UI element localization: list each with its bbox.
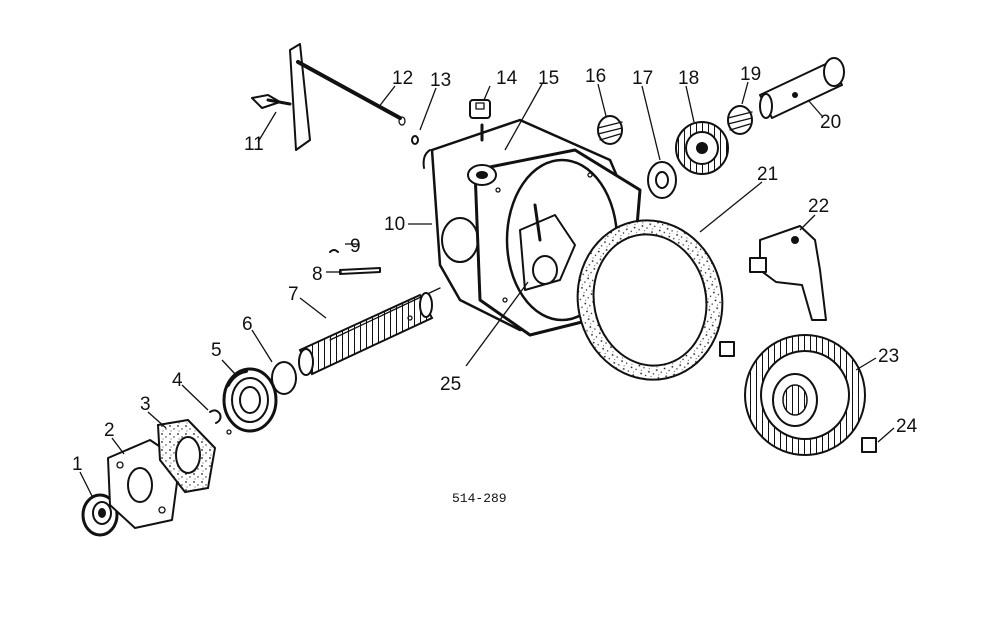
part-5-bearing <box>222 367 278 433</box>
part-16-needle-bearing <box>597 115 623 145</box>
callout-20: 20 <box>820 112 841 133</box>
callout-22: 22 <box>808 196 829 217</box>
part-13-ball <box>411 135 419 145</box>
callout-1: 1 <box>72 454 83 475</box>
part-14-plug <box>469 99 491 142</box>
callout-21: 21 <box>757 164 778 185</box>
part-4-clip <box>209 409 232 435</box>
callout-8: 8 <box>312 264 323 285</box>
callout-2: 2 <box>104 420 115 441</box>
callouts: 1 2 3 4 5 6 7 8 9 10 11 12 13 14 15 16 1… <box>72 64 918 475</box>
callout-23: 23 <box>878 346 899 367</box>
part-12-lever-rod <box>289 43 406 151</box>
callout-18: 18 <box>678 68 699 89</box>
part-3-gasket <box>156 418 217 494</box>
callout-7: 7 <box>288 284 299 305</box>
callout-19: 19 <box>740 64 761 85</box>
callout-25: 25 <box>440 374 461 395</box>
callout-3: 3 <box>140 394 151 415</box>
part-22-shift-fork <box>749 225 827 321</box>
callout-13: 13 <box>430 70 451 91</box>
callout-12: 12 <box>392 68 413 89</box>
part-20-shaft <box>759 57 845 119</box>
callout-14: 14 <box>496 68 518 89</box>
callout-4: 4 <box>172 370 183 391</box>
callout-15: 15 <box>538 68 559 89</box>
part-1-seal <box>81 493 119 537</box>
figure-code: 514-289 <box>452 491 507 506</box>
callout-9: 9 <box>350 236 361 257</box>
part-6-snap-ring <box>271 361 297 395</box>
part-8-key <box>339 267 381 275</box>
part-19-needle-bearing <box>727 105 753 135</box>
part-7-splined-shaft <box>298 287 441 376</box>
callout-16: 16 <box>585 66 606 87</box>
part-17-washer <box>647 161 677 199</box>
leader-lines <box>79 81 895 497</box>
part-18-small-gear <box>675 121 729 175</box>
part-21-large-gasket <box>576 219 724 381</box>
callout-10: 10 <box>384 214 405 235</box>
callout-17: 17 <box>632 68 653 89</box>
part-11-screw <box>251 94 292 109</box>
callout-6: 6 <box>242 314 253 335</box>
callout-11: 11 <box>244 134 264 155</box>
part-9-pin <box>329 249 339 253</box>
part-24-blocks <box>719 341 877 453</box>
part-23-large-gear <box>744 334 866 456</box>
callout-5: 5 <box>211 340 222 361</box>
callout-24: 24 <box>896 416 918 437</box>
